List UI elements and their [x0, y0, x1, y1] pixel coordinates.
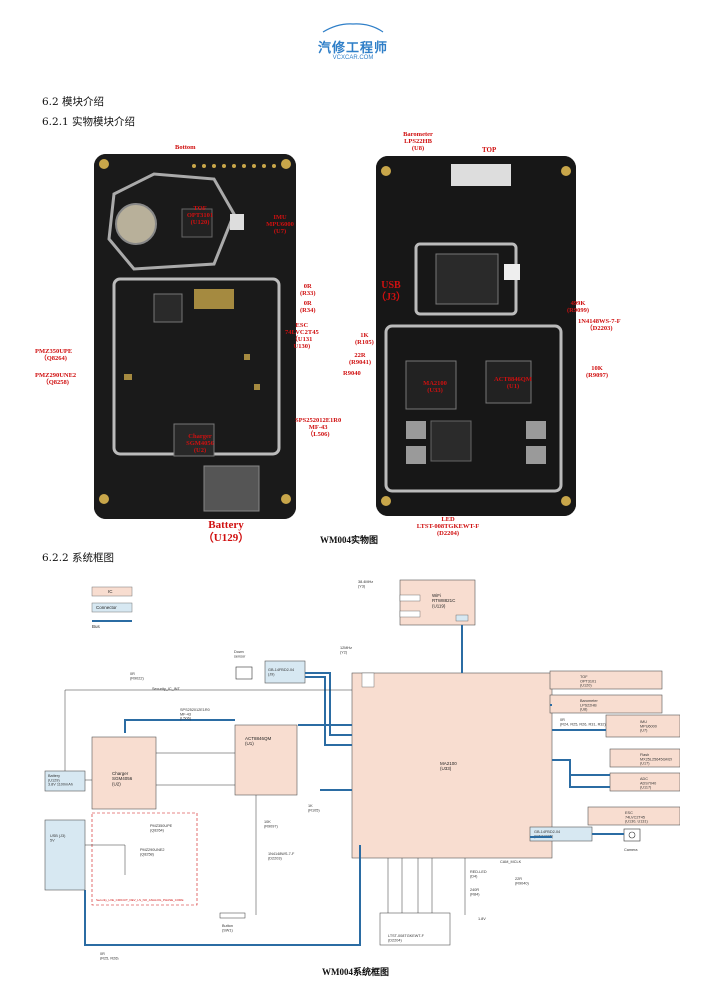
diagram-caption: WM004系统框图	[322, 967, 389, 977]
legend-connector-swatch	[91, 602, 133, 613]
section-heading-6-2: 6.2 模块介绍	[42, 96, 105, 108]
label-r33: 0R (R33)	[300, 283, 316, 297]
label-r9097: 10K (R9097)	[586, 365, 609, 379]
pmz1-label: PMZ350UPE(Q8264)	[150, 824, 173, 832]
label-r9041: 22R (R9041)	[349, 352, 372, 366]
label-l506: SPS252012E1R0 MF-43 （L506)	[295, 417, 342, 438]
label-r34: 0R (R34)	[300, 300, 316, 314]
r-imu-label: 0R(R24, R25, R26, R31, R32)	[560, 718, 607, 726]
down-sensor-icon	[235, 666, 253, 680]
block-usb-label: USB (J3)5V	[50, 834, 66, 842]
r22-label: 22R(R9040)	[515, 877, 529, 885]
pcb-bottom-photo	[94, 154, 296, 519]
pmz2-label: PMZ290UNE2(Q8258)	[140, 848, 164, 856]
block-led-label: LTST-008TGKEWT-F(D2204)	[388, 934, 425, 942]
diode-label: 1N4148WS-7-F(D2203)	[268, 852, 295, 860]
label-r9040: R9040	[343, 370, 361, 377]
label-q8258: PMZ290UNE2 （Q8258)	[35, 372, 77, 386]
block-button-label: Button(SW1)	[222, 924, 233, 932]
label-r105: 1K (R105)	[355, 332, 374, 346]
label-d2203: 1N4148WS-7-F （D2203)	[578, 318, 621, 332]
r105-label: 1K(R105)	[308, 804, 320, 812]
security-label: Security_IC_INT	[152, 687, 181, 691]
label-imu: IMU MPU6000 (U7)	[266, 214, 294, 235]
xtal2-label: 12MHz(Y2)	[340, 646, 352, 654]
camera-icon	[623, 828, 641, 842]
camera-label: Camera	[624, 848, 638, 852]
section-heading-6-2-2: 6.2.2 系统框图	[42, 552, 115, 564]
note-red: Security_LVE_CIRCUIT_DEV_LS_NO_ANALOG_PH…	[96, 898, 183, 902]
r-sec-label: 0R(R9022)	[130, 672, 144, 680]
logo-text: 汽修工程师	[317, 41, 388, 56]
legend-ic-swatch	[91, 586, 133, 597]
legend-bus: Bus	[92, 624, 101, 629]
pcb-top-photo	[376, 156, 576, 516]
label-baro: Barometer LPS22HB (U8)	[403, 131, 433, 152]
block-pmic-label: ACT8846QM(U1)	[245, 736, 272, 746]
block-battery-label: Battery(U129)3.8V 1100mAh	[48, 774, 73, 787]
label-tof: TOF OPT3101 (U120)	[186, 205, 214, 226]
led-r-label: 240R(R84)	[470, 888, 480, 896]
r-usb-label: 0R(R25, R26)	[100, 952, 119, 960]
section-heading-6-2-1: 6.2.1 实物模块介绍	[42, 116, 136, 128]
legend-connector: Connector	[96, 605, 117, 610]
v18-label: 1.8V	[478, 917, 486, 921]
logo-url: VCXCAR.COM	[332, 55, 374, 61]
label-bottom: Bottom	[175, 144, 196, 151]
cam-mclk-label: CAM_MCLK	[500, 860, 522, 864]
label-top: TOP	[482, 146, 497, 154]
label-usb: USB （J3）	[376, 280, 406, 303]
label-charger: Charger SGM4056 (U2)	[186, 433, 214, 454]
car-logo-icon	[322, 23, 384, 33]
label-act: ACT8846QM (U1)	[494, 376, 532, 390]
block-fpc-down-label: GB-14FBD2-04(J9)	[268, 668, 294, 676]
site-logo: 汽修工程师 VCXCAR.COM	[308, 18, 398, 61]
label-r9099: 499K (R9099)	[567, 300, 590, 314]
block-main-mcu	[351, 672, 553, 859]
label-mcu: MA2100 (U33)	[423, 380, 447, 394]
photo-caption: WM004实物图	[320, 535, 378, 545]
label-battery: Battery （U129）	[202, 519, 250, 544]
label-led: LED LTST-008TGKEWT-F (D2204)	[416, 516, 480, 537]
label-q8264: PMZ350UPE （Q8264)	[35, 348, 73, 362]
led-red-label: RED-LED(D4)	[470, 870, 487, 878]
legend-ic: IC	[108, 589, 113, 594]
label-esc: ESC 74LVC2T45 （U131 U130)	[285, 322, 319, 350]
xtal-label: 38.4MHz(Y3)	[358, 580, 373, 588]
block-main-label: MA2100(U33)	[440, 761, 457, 771]
r9097-label: 10K(R9097)	[264, 820, 278, 828]
